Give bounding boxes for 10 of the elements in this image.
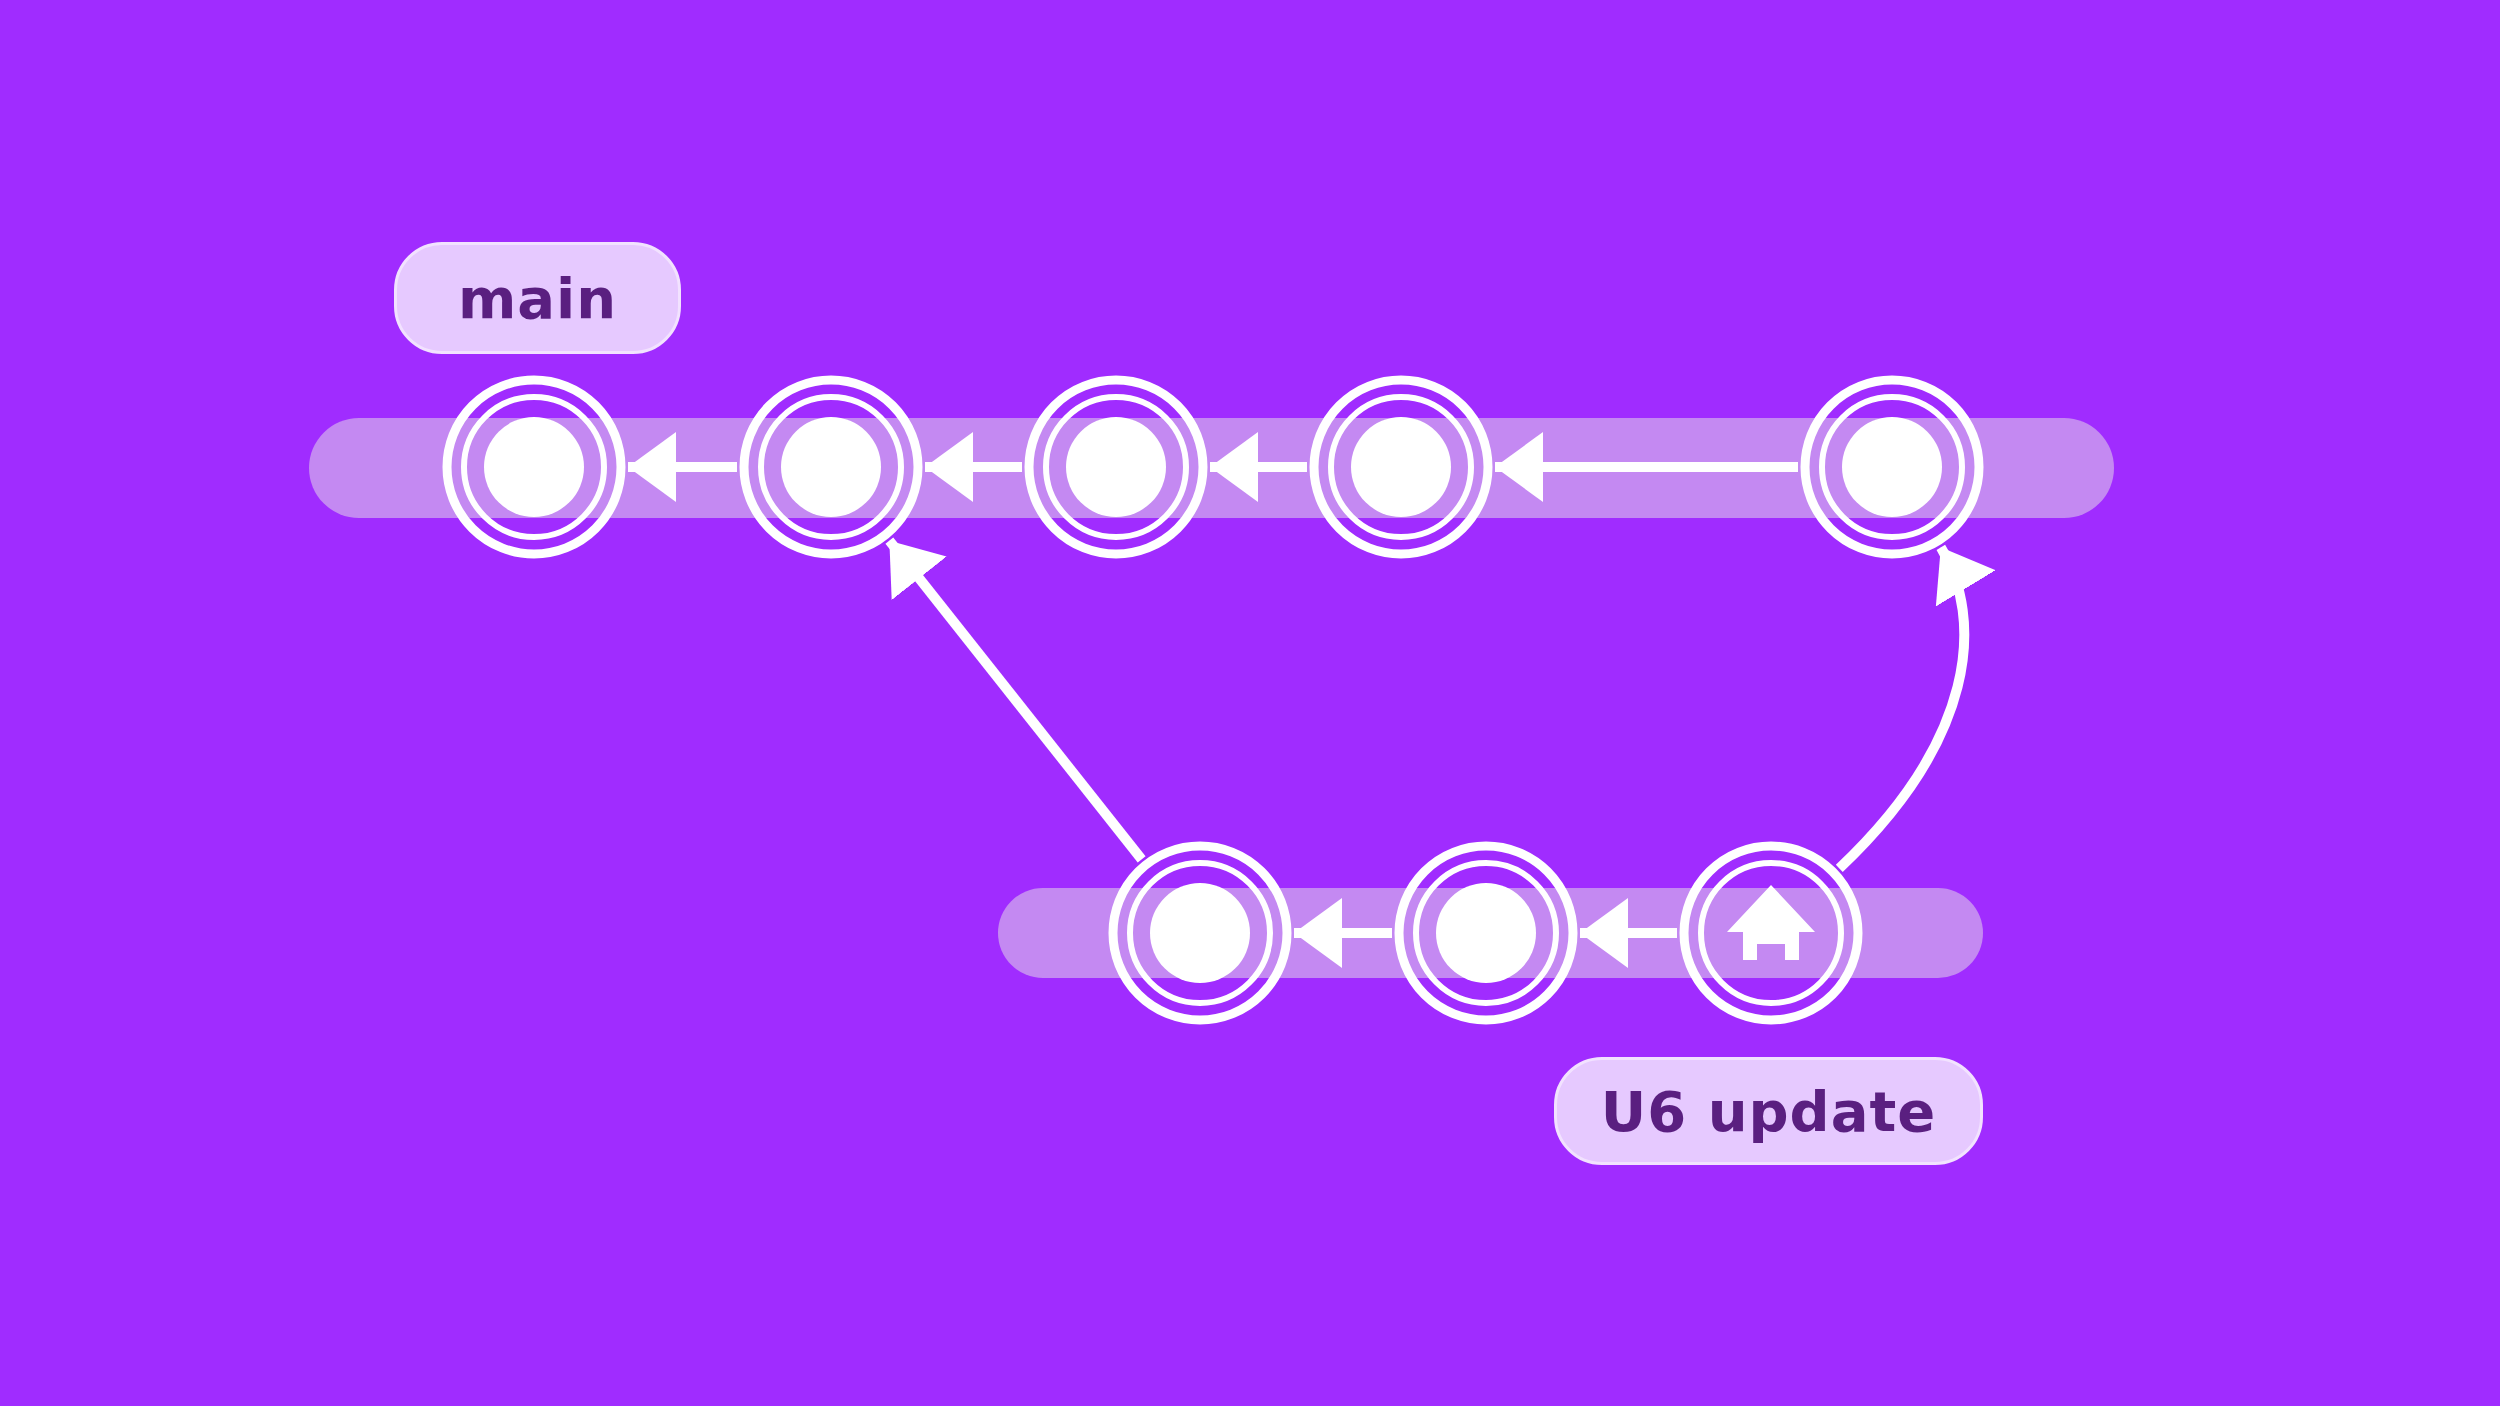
branch-label: U6 update xyxy=(1554,1057,1983,1165)
arrow xyxy=(1835,545,1994,872)
arrow xyxy=(628,432,737,502)
arrow xyxy=(1580,898,1677,968)
arrow xyxy=(1210,432,1307,502)
arrow xyxy=(925,432,1022,502)
arrow xyxy=(1495,432,1798,502)
arrow xyxy=(1294,898,1392,968)
branch-label: main xyxy=(394,242,681,354)
arrow xyxy=(885,537,1146,863)
